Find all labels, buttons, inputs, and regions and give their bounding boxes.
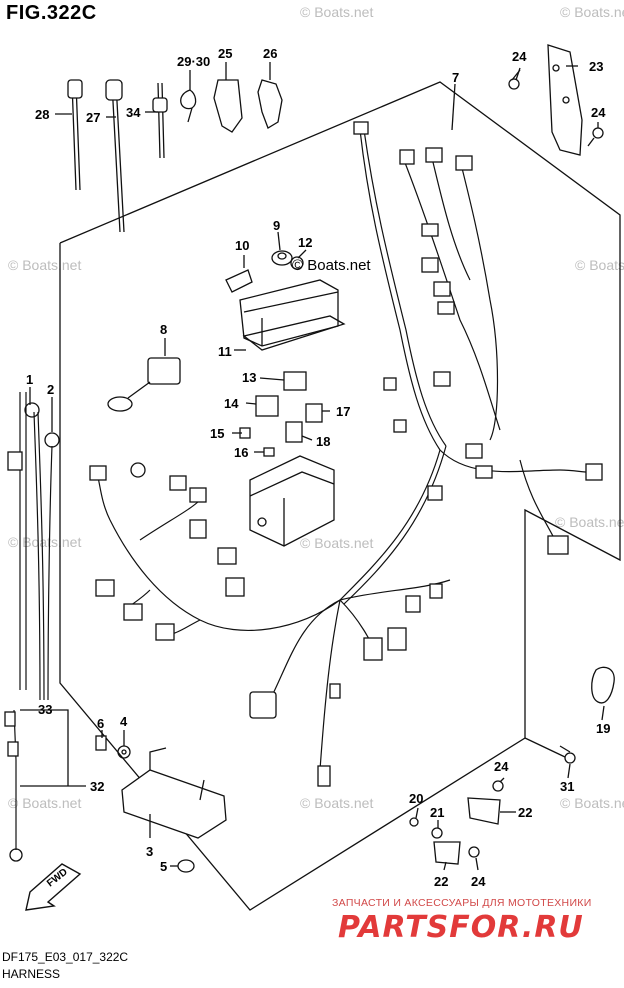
callout-32: 32 <box>90 779 104 794</box>
watermark: © Boats.net <box>300 535 373 551</box>
small-hardware <box>409 780 504 865</box>
callout-15: 15 <box>210 426 224 441</box>
main-harness <box>95 129 601 771</box>
watermark-center: © Boats.net <box>292 257 371 274</box>
callout-34: 34 <box>126 105 141 120</box>
callout-24-d: 24 <box>471 874 486 889</box>
watermark: © Boats.net <box>555 514 624 530</box>
watermark: © Boats.net <box>560 4 624 20</box>
callout-7: 7 <box>452 70 459 85</box>
callout-17: 17 <box>336 404 350 419</box>
promo-logo: PARTSFOR.RU <box>338 910 584 945</box>
callout-10: 10 <box>235 238 249 253</box>
watermark: © Boats.net <box>575 257 624 273</box>
callout-19: 19 <box>596 721 610 736</box>
callout-1: 1 <box>26 372 33 387</box>
callout-18: 18 <box>316 434 330 449</box>
callout-23: 23 <box>589 59 603 74</box>
callout-9: 9 <box>273 218 280 233</box>
callout-29-30: 29·30 <box>177 54 210 69</box>
callout-12: 12 <box>298 235 312 250</box>
diagram-code: DF175_E03_017_322C <box>2 950 129 964</box>
callout-28: 28 <box>35 107 49 122</box>
promo-tagline: ЗАПЧАСТИ И АКСЕССУАРЫ ДЛЯ МОТОТЕХНИКИ <box>332 897 592 909</box>
callout-24: 24 <box>512 49 527 64</box>
fwd-arrow: FWD <box>25 863 82 911</box>
clamps <box>180 79 283 133</box>
diagram-name: HARNESS <box>2 967 61 981</box>
callout-33: 33 <box>38 702 52 717</box>
callout-21: 21 <box>430 805 444 820</box>
callout-31: 31 <box>560 779 574 794</box>
watermark: © Boats.net <box>300 4 373 20</box>
leader-lines <box>20 62 605 871</box>
relays <box>239 371 323 457</box>
junction-box <box>249 455 335 547</box>
relay-box <box>225 250 346 351</box>
callout-20: 20 <box>409 791 423 806</box>
figure-title: FIG.322C <box>6 2 97 24</box>
callout-14: 14 <box>224 396 239 411</box>
assembly-outline <box>59 81 621 911</box>
callout-22: 22 <box>518 805 532 820</box>
watermark: © Boats.net <box>8 257 81 273</box>
watermark: © Boats.net <box>560 795 624 811</box>
callout-24-c: 24 <box>494 759 509 774</box>
harness-connectors <box>89 121 603 787</box>
callout-numbers: 1 2 3 4 5 6 7 8 9 10 11 12 13 14 15 16 1… <box>26 46 610 889</box>
callout-3: 3 <box>146 844 153 859</box>
callout-22-b: 22 <box>434 874 448 889</box>
callout-26: 26 <box>263 46 277 61</box>
mount-bracket <box>95 735 227 873</box>
watermark: © Boats.net <box>300 795 373 811</box>
callout-5: 5 <box>160 859 167 874</box>
bolt-31 <box>559 745 576 764</box>
battery-leads <box>4 392 60 862</box>
callout-27: 27 <box>86 110 100 125</box>
callout-8: 8 <box>160 322 167 337</box>
callout-11: 11 <box>218 344 232 359</box>
callout-6: 6 <box>97 716 104 731</box>
callout-4: 4 <box>120 714 128 729</box>
callout-13: 13 <box>242 370 256 385</box>
cable-ties <box>67 79 168 233</box>
watermark: © Boats.net <box>8 795 81 811</box>
callout-2: 2 <box>47 382 54 397</box>
watermark: © Boats.net <box>8 534 81 550</box>
callout-25: 25 <box>218 46 232 61</box>
grommet <box>591 666 615 704</box>
callout-24-b: 24 <box>591 105 606 120</box>
sensor-cap <box>107 357 181 412</box>
callout-16: 16 <box>234 445 248 460</box>
